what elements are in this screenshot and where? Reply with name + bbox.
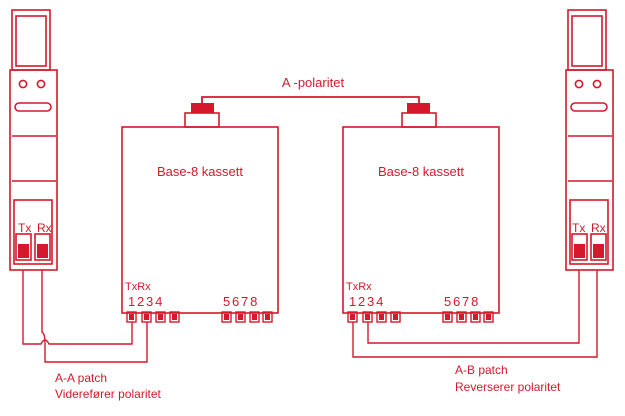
trunk-connector-right — [407, 103, 430, 113]
left-transceiver-port-housing — [13, 199, 53, 265]
right-transceiver-top-module — [567, 9, 607, 71]
right-patch-description: Reverserer polaritet — [455, 380, 561, 394]
right-patch-fiber-1 — [352, 270, 598, 358]
left-cassette-txrx-label: TxRx — [125, 281, 151, 293]
left-cassette-port-cores-5-8 — [224, 314, 270, 320]
left-patch-rx-fiber — [41, 270, 148, 363]
right-cassette-title: Base-8 kassett — [378, 164, 464, 179]
right-cassette-ports-5-8 — [442, 311, 494, 323]
right-transceiver-slot — [570, 102, 608, 112]
right-transceiver-led-2 — [592, 79, 602, 89]
left-transceiver-top-inner — [15, 15, 47, 67]
right-rx-label: Rx — [591, 221, 606, 235]
left-patch-description: Viderefører polaritet — [55, 387, 161, 401]
right-transceiver-port-housing — [569, 199, 609, 265]
left-cassette-port-cores-1-4 — [129, 314, 177, 320]
right-patch-fiber-2 — [367, 270, 580, 344]
left-transceiver-body — [9, 69, 58, 271]
right-cassette-port-cores-1-4 — [350, 314, 398, 320]
right-transceiver-top-inner — [571, 15, 603, 67]
left-transceiver — [9, 9, 58, 271]
right-transceiver-rx-socket — [590, 233, 607, 261]
left-patch-cord — [22, 270, 148, 363]
right-transceiver-tx-socket — [571, 233, 588, 261]
right-patch-cord — [352, 270, 598, 358]
left-cassette-body — [121, 126, 279, 314]
left-cassette-title: Base-8 kassett — [157, 164, 243, 179]
trunk-cable — [184, 96, 437, 128]
right-cassette-txrx-label: TxRx — [346, 281, 372, 293]
left-tx-label: Tx — [18, 221, 31, 235]
right-patch-title: A-B patch — [455, 363, 508, 377]
right-transceiver — [565, 9, 614, 271]
left-transceiver-led-2 — [36, 79, 46, 89]
left-transceiver-slot — [14, 102, 52, 112]
left-transceiver-top-module — [11, 9, 51, 71]
trunk-polarity-label: A -polaritet — [282, 75, 345, 90]
right-tx-connector — [574, 244, 585, 258]
right-cassette-body — [342, 126, 500, 314]
trunk-adapter-right — [401, 112, 437, 128]
left-patch-title: A-A patch — [55, 371, 107, 385]
left-cassette — [121, 126, 279, 323]
right-tx-label: Tx — [572, 221, 585, 235]
right-cassette-port-numbers-5-8: 5678 — [444, 294, 480, 309]
trunk-adapter-left — [184, 112, 220, 128]
left-rx-connector — [37, 244, 48, 258]
left-cassette-port-numbers-1-4: 1234 — [128, 294, 164, 309]
left-transceiver-rx-socket — [34, 233, 51, 261]
left-patch-tx-fiber — [22, 270, 133, 345]
right-cassette-port-cores-5-8 — [445, 314, 491, 320]
left-tx-connector — [18, 244, 29, 258]
left-transceiver-led-1 — [18, 79, 28, 89]
right-rx-connector — [593, 244, 604, 258]
right-transceiver-led-1 — [574, 79, 584, 89]
left-transceiver-tx-socket — [15, 233, 32, 261]
trunk-connector-left — [191, 103, 214, 113]
left-rx-label: Rx — [37, 221, 52, 235]
left-cassette-ports-5-8 — [221, 311, 273, 323]
right-cassette — [342, 126, 500, 323]
right-transceiver-body — [565, 69, 614, 271]
right-cassette-port-numbers-1-4: 1234 — [349, 294, 385, 309]
left-cassette-port-numbers-5-8: 5678 — [223, 294, 259, 309]
